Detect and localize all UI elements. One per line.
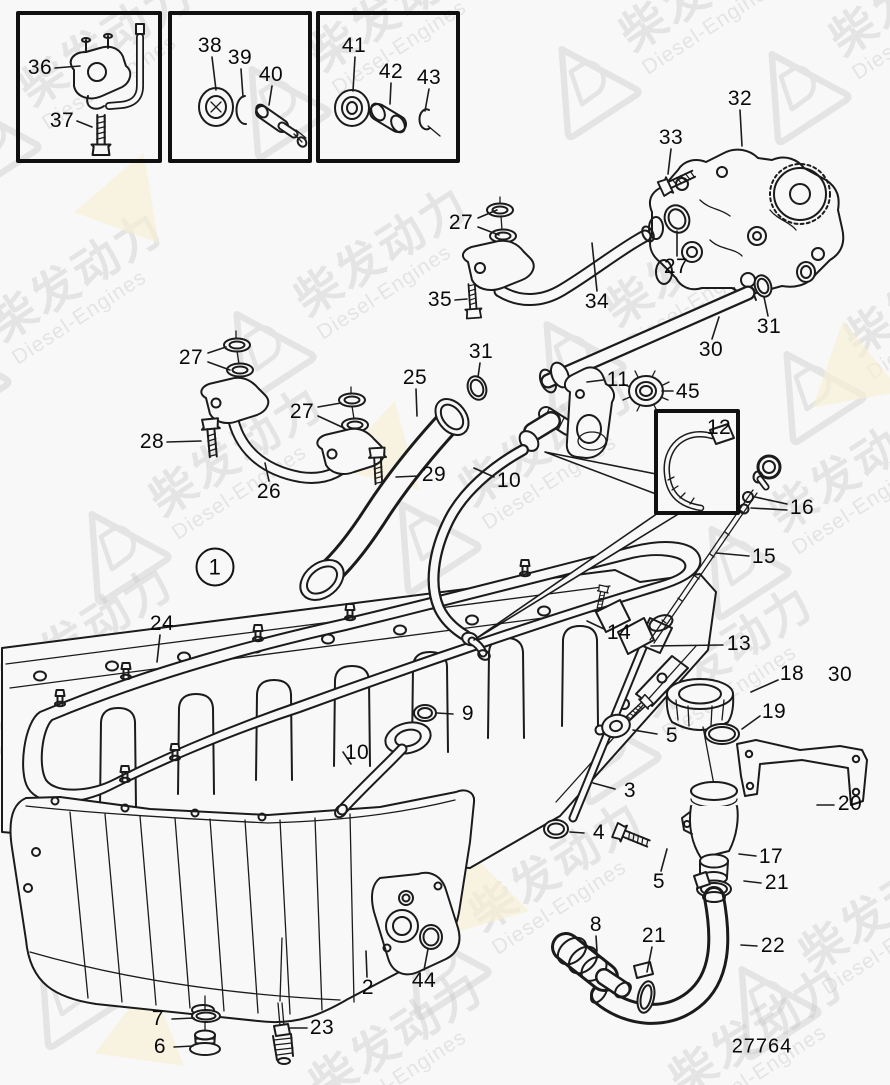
part-label-35: 35 [427, 288, 453, 311]
part-label-25: 25 [402, 366, 428, 389]
sump-gasket [22, 541, 702, 804]
suction-pipe-assembly [200, 330, 470, 601]
part-label-9: 9 [461, 702, 475, 725]
part-label-15: 15 [751, 545, 777, 568]
part-label-3: 3 [623, 779, 637, 802]
part-label-13: 13 [726, 632, 752, 655]
part-label-8: 8 [589, 913, 603, 936]
part-label-30: 30 [698, 338, 724, 361]
part-label-27: 27 [289, 400, 315, 423]
part-label-36: 36 [27, 56, 53, 79]
drain-plug-6 [189, 995, 221, 1056]
part-label-26: 26 [256, 480, 282, 503]
part-label-27: 27 [663, 255, 689, 278]
part-label-39: 39 [227, 46, 253, 69]
gasket-19 [702, 723, 740, 786]
part-label-20: 20 [837, 792, 863, 815]
washer-7 [191, 1009, 221, 1023]
filler-tube-17 [681, 781, 739, 885]
part-label-7: 7 [151, 1007, 165, 1030]
inset-box-3 [316, 11, 460, 163]
part-label-21: 21 [641, 924, 667, 947]
filler-cap-18 [665, 678, 735, 731]
part-label-4: 4 [592, 821, 606, 844]
part-label-29: 29 [421, 463, 447, 486]
bracket-20 [736, 739, 868, 806]
oil-pipe-34 [461, 196, 691, 320]
part-label-31: 31 [468, 340, 494, 363]
part-label-10: 10 [344, 741, 370, 764]
part-label-28: 28 [139, 430, 165, 453]
inset-box-12 [473, 409, 740, 641]
hose-22 [590, 886, 730, 1025]
part-label-23: 23 [309, 1016, 335, 1039]
bracket-11 [564, 366, 615, 459]
part-label-40: 40 [258, 63, 284, 86]
part-label-42: 42 [378, 60, 404, 83]
oil-pipe-30 [466, 274, 773, 401]
part-label-38: 38 [197, 34, 223, 57]
inset-box-2 [168, 11, 312, 163]
inset-box-1 [16, 11, 162, 163]
part-label-27: 27 [448, 211, 474, 234]
part-label-14: 14 [606, 621, 632, 644]
part-label-34: 34 [584, 290, 610, 313]
part-label-16: 16 [789, 496, 815, 519]
nut-45 [622, 370, 670, 412]
part-label-24: 24 [149, 612, 175, 635]
oil-pump [648, 148, 845, 301]
part-label-45: 45 [675, 380, 701, 403]
part-label-6: 6 [153, 1035, 167, 1058]
part-label-18: 18 [779, 662, 805, 685]
part-label-30: 30 [827, 663, 853, 686]
oil-tube-lower [334, 704, 437, 819]
part-label-1: 1 [195, 547, 235, 587]
part-label-21: 21 [764, 871, 790, 894]
part-label-5: 5 [665, 724, 679, 747]
part-label-5: 5 [652, 870, 666, 893]
part-label-32: 32 [727, 87, 753, 110]
part-label-19: 19 [761, 700, 787, 723]
part-label-17: 17 [758, 845, 784, 868]
part-label-31: 31 [756, 315, 782, 338]
bolt-5 [610, 821, 653, 853]
connector-8 [551, 932, 632, 999]
part-label-10: 10 [496, 469, 522, 492]
part-label-33: 33 [658, 126, 684, 149]
part-label-12: 12 [706, 416, 732, 439]
o-ring-44 [419, 924, 443, 950]
sensor-23 [272, 1002, 294, 1065]
drawing-number: 27764 [731, 1035, 793, 1058]
part-label-27: 27 [178, 346, 204, 369]
oil-pan [9, 789, 476, 1023]
part-label-2: 2 [361, 976, 375, 999]
part-label-44: 44 [411, 969, 437, 992]
part-label-22: 22 [760, 934, 786, 957]
part-label-41: 41 [341, 34, 367, 57]
part-label-11: 11 [606, 368, 630, 391]
part-label-43: 43 [416, 66, 442, 89]
part-label-37: 37 [49, 109, 75, 132]
